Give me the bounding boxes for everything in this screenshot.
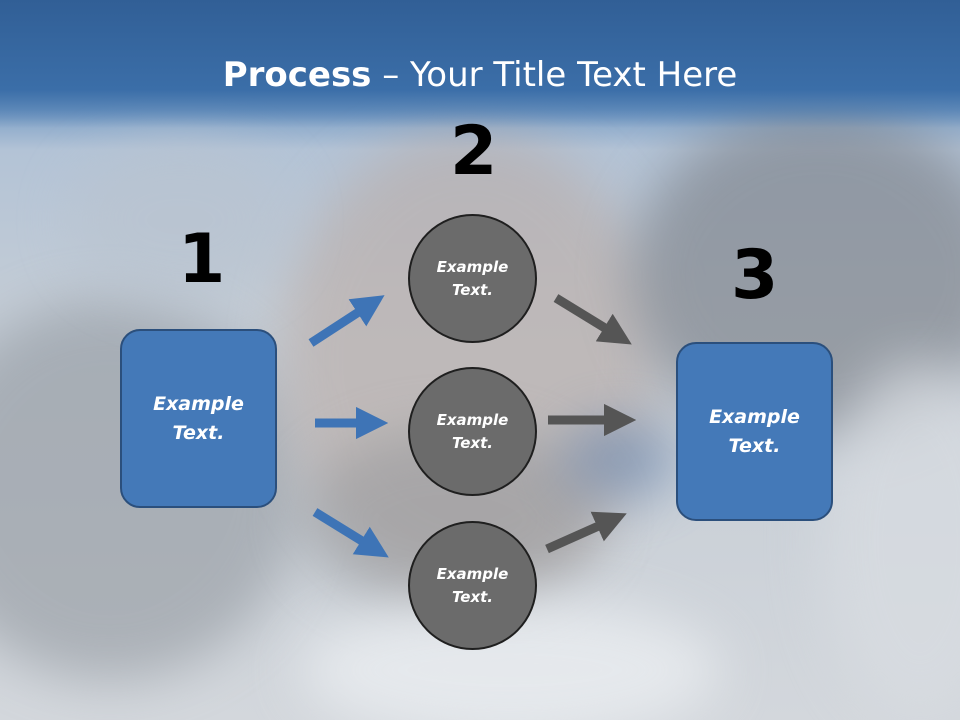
circle-middle-label: Example Text. (436, 410, 509, 452)
arrow-blue-down (312, 508, 389, 558)
circle-middle: Example Text. (408, 367, 537, 496)
title-band (0, 0, 960, 128)
circle-top: Example Text. (408, 214, 537, 343)
step-number-3: 3 (731, 236, 779, 315)
start-box: Example Text. (120, 329, 277, 508)
arrow-gray-down (553, 294, 632, 345)
circle-bottom: Example Text. (408, 521, 537, 650)
slide-title: Process – Your Title Text Here (0, 53, 960, 97)
step-number-1: 1 (178, 220, 226, 299)
arrow-gray-up (545, 511, 627, 554)
step-number-2: 2 (450, 112, 498, 191)
arrow-blue-up (308, 295, 385, 347)
title-rest: – Your Title Text Here (371, 55, 738, 95)
end-box-label: Example Text. (709, 405, 800, 457)
end-box: Example Text. (676, 342, 833, 521)
title-bold: Process (222, 55, 372, 95)
circle-top-label: Example Text. (436, 257, 509, 299)
circle-bottom-label: Example Text. (436, 564, 509, 606)
start-box-label: Example Text. (153, 392, 244, 444)
